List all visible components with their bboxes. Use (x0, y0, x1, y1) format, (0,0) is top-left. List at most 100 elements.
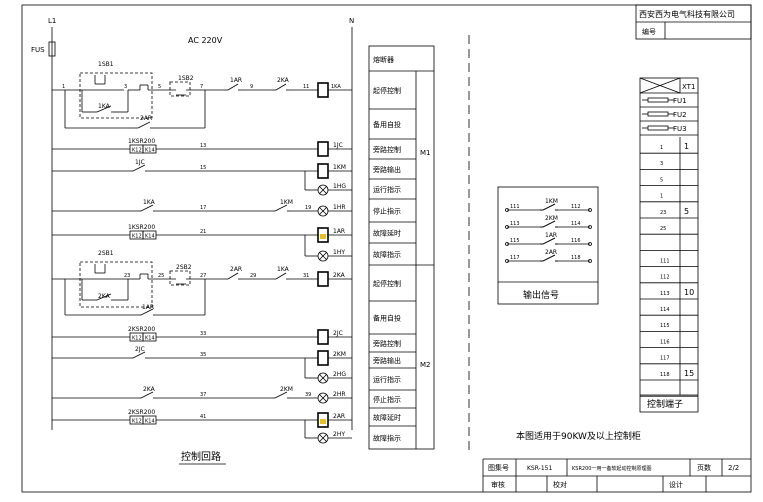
terminal-dot (505, 242, 509, 246)
terminal-dot (588, 242, 592, 246)
check-label: 校对 (553, 480, 567, 489)
terminal-group-mark: 15 (684, 369, 694, 378)
wire (639, 77, 681, 94)
wire (319, 252, 327, 260)
m1-terminal-7: 7 (200, 84, 203, 90)
m1-terminal-15: 15 (200, 165, 206, 171)
drawing-frame (21, 4, 752, 493)
terminal-group-mark: 5 (684, 207, 689, 216)
wire (274, 204, 288, 212)
terminal-number: 114 (660, 307, 670, 313)
m2-km-contact-label: 2KM (280, 386, 293, 393)
ksr-label: 2KSR200 (128, 409, 155, 416)
m2-stop-lamp-label: 2HR (333, 391, 346, 398)
review-label: 审核 (491, 480, 505, 489)
m1-stop-button-group (169, 81, 191, 97)
terminal-dot (505, 225, 509, 229)
m2-function-label: 旁路控制 (373, 339, 401, 348)
m2-terminal-33: 33 (200, 331, 206, 337)
m1-bypass-coil (317, 141, 329, 157)
no-contact (138, 204, 156, 212)
no-contact (94, 293, 114, 301)
title-block-top (635, 4, 752, 40)
no-contact (130, 164, 148, 172)
terminal-fuse-label: FU2 (673, 111, 687, 119)
terminal-number: 25 (660, 226, 666, 232)
m2-relay-coil (317, 271, 329, 287)
m1-terminal-13: 13 (200, 143, 206, 149)
m1-function-label: 运行指示 (373, 185, 401, 194)
m1-terminal-3: 3 (124, 84, 127, 90)
wire (275, 83, 287, 91)
no-contact (272, 204, 290, 212)
output-terminal-left: 115 (510, 238, 520, 244)
wire (132, 351, 146, 359)
page-value: 2/2 (728, 464, 739, 472)
output-contact-label: 2AR (545, 249, 557, 256)
fuse-label: FUS (31, 46, 45, 54)
ksr-pin-k14: K14 (145, 148, 155, 154)
function-fuse-label: 熔断器 (373, 55, 394, 64)
m2-bypass-coil (317, 329, 329, 345)
drawing-name: KSR200一用一备软起动控制原理图 (572, 465, 651, 472)
m1-function-label: 停止指示 (373, 207, 401, 216)
title-block-bottom (482, 458, 751, 492)
m2-function-label: 起停控制 (373, 279, 401, 288)
no-contact (138, 308, 156, 316)
m1-km-coil (317, 163, 329, 179)
m1-terminal-9: 9 (250, 84, 253, 90)
m2-function-label: 旁路输出 (373, 356, 401, 365)
m2-terminal-27: 27 (200, 273, 206, 279)
m2-function-label: 故障延时 (373, 413, 401, 422)
terminal-fuse-label: FU3 (673, 125, 687, 133)
output-contact-label: 1AR (545, 232, 557, 239)
m1-stop-lamp (317, 205, 329, 217)
m2-terminal-41: 41 (200, 414, 206, 420)
no-contact (273, 272, 289, 280)
drawing-no: KSR-151 (527, 465, 552, 472)
wire (542, 254, 556, 262)
m2-terminal-35: 35 (200, 352, 206, 358)
ksr-pin-k12: K12 (132, 148, 142, 154)
wire (140, 391, 154, 399)
m2-function-label: 故障指示 (373, 434, 401, 443)
output-terminal-left: 117 (510, 255, 520, 261)
terminal-number: 117 (660, 356, 670, 362)
terminal-number: 5 (660, 177, 663, 183)
wire (542, 220, 556, 228)
m2-stop-button-group (169, 270, 191, 286)
m1-terminal-5: 5 (158, 84, 161, 90)
wire (137, 121, 151, 129)
m2-bypass-coil-label: 2JC (333, 330, 343, 337)
wire (542, 237, 556, 245)
m2-start-button-group (79, 261, 153, 308)
m1-function-label: 起停控制 (373, 86, 401, 95)
m2-fault-lamp (317, 432, 329, 444)
no-contact (272, 391, 290, 399)
m1-ar-contact-label: 1AR (230, 77, 242, 84)
terminal-dot (505, 259, 509, 263)
wire (319, 374, 327, 382)
m2-terminal-29: 29 (250, 273, 256, 279)
m1-fault-lamp (317, 250, 329, 262)
m1-start-button-label: 1SB1 (98, 61, 114, 68)
number-label: 编号 (642, 27, 656, 36)
wire (227, 83, 239, 91)
m1-relay-coil-label: 1KA (331, 84, 341, 90)
m2-terminal-23: 23 (124, 273, 130, 279)
ksr-label: 1KSR200 (128, 138, 155, 145)
ksr-pin-k14: K14 (145, 234, 155, 240)
wire (319, 207, 327, 215)
m2-run-lamp-label: 2HG (333, 371, 346, 378)
terminal-number: 116 (660, 339, 670, 345)
wire (275, 272, 287, 280)
m1-function-label: 旁路输出 (373, 165, 401, 174)
m2-run-lamp (317, 372, 329, 384)
m2-ar1-contact-label: 1AR (142, 304, 154, 311)
m2-ar-coil-fill (320, 419, 326, 424)
m2-function-label: 备用自投 (373, 314, 401, 323)
ksr-pin-k12: K12 (132, 234, 142, 240)
output-contact-label: 1KM (545, 198, 558, 205)
m2-ka1-contact-label: 1KA (277, 266, 290, 273)
